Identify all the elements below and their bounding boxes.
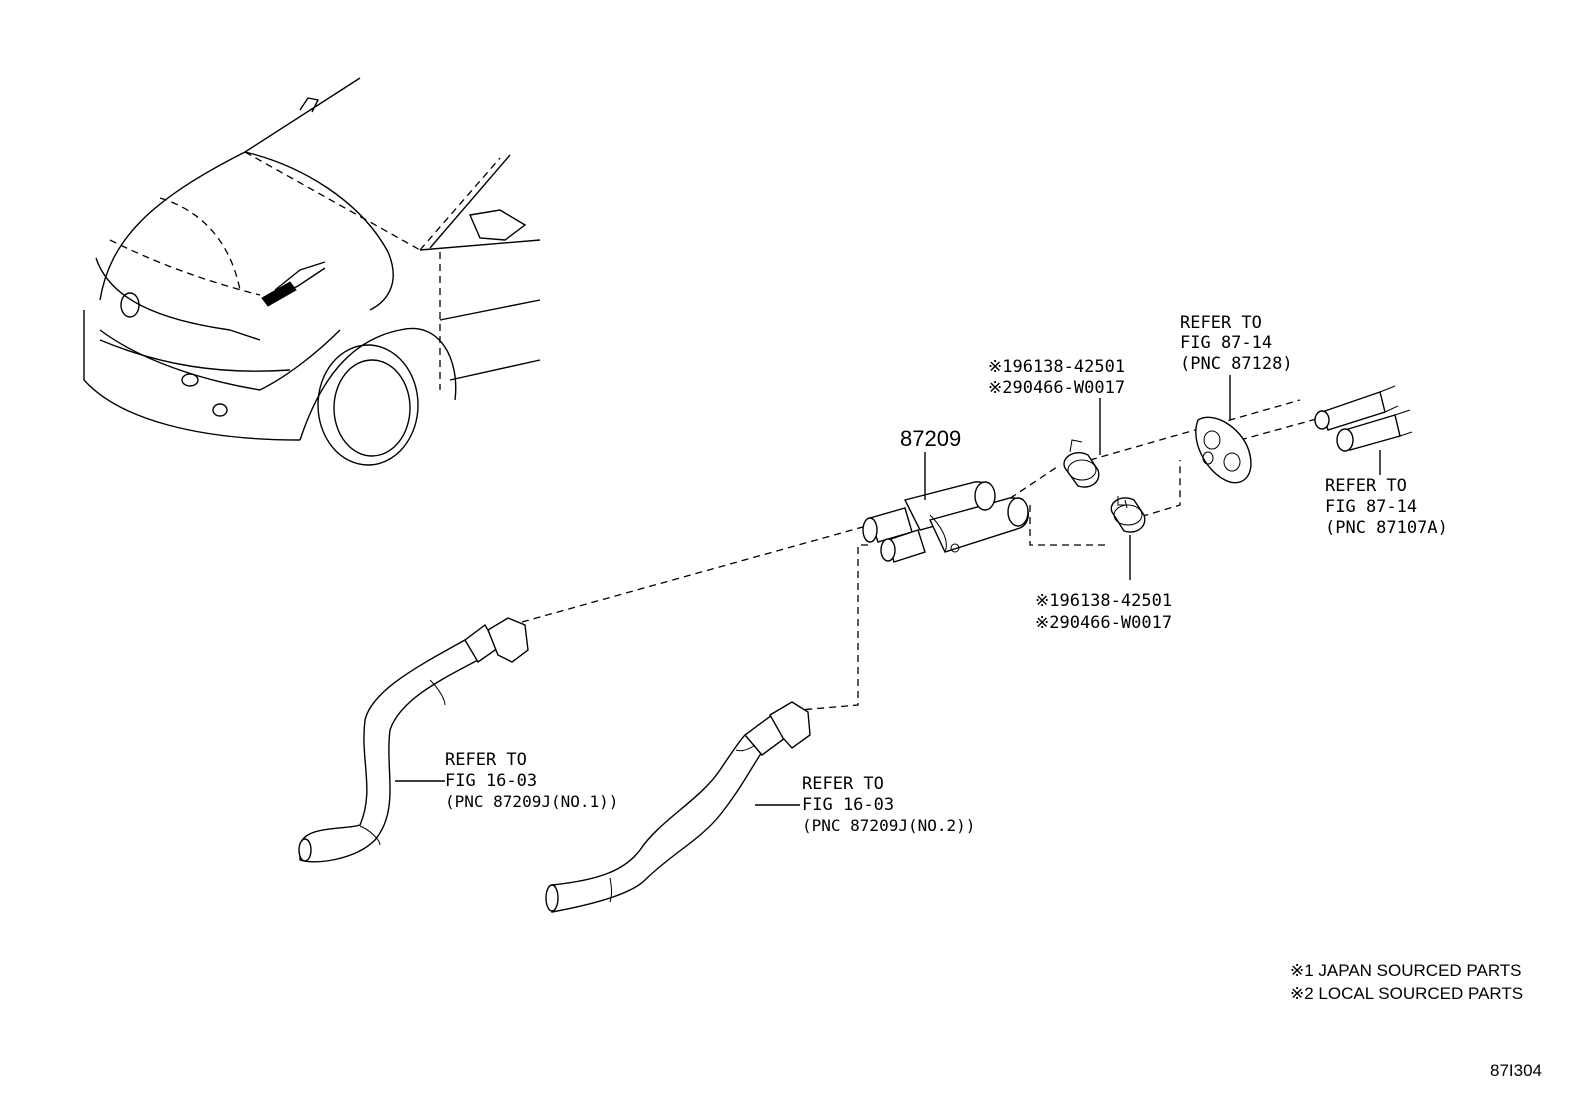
clamp-upper-line1: ※196138-42501: [988, 357, 1125, 377]
legend-local-sourced: ※2 LOCAL SOURCED PARTS: [1290, 984, 1523, 1003]
heater-pipes[interactable]: [1314, 385, 1413, 452]
clamp-lower[interactable]: [1110, 496, 1146, 533]
ref-grommet-line2: FIG 87-14: [1180, 333, 1272, 353]
hose-no1[interactable]: [298, 617, 529, 863]
part-number-87209: 87209: [900, 426, 961, 451]
ref-grommet-line3: (PNC 87128): [1180, 354, 1293, 374]
ref-pipes-line2: FIG 87-14: [1325, 497, 1417, 517]
ref-hose1-line2: FIG 16-03: [445, 771, 537, 791]
grommet[interactable]: [1195, 416, 1252, 484]
hose-no2[interactable]: [545, 701, 811, 913]
legend-japan-sourced: ※1 JAPAN SOURCED PARTS: [1290, 961, 1522, 980]
ref-hose2-line1: REFER TO: [802, 774, 884, 794]
clamp-upper-line2: ※290466-W0017: [988, 378, 1125, 398]
part-87209-water-pump[interactable]: [862, 481, 1029, 563]
ref-hose1-line1: REFER TO: [445, 750, 527, 770]
ref-hose2-line2: FIG 16-03: [802, 795, 894, 815]
clamp-upper[interactable]: [1063, 439, 1100, 488]
clamp-lower-line1: ※196138-42501: [1035, 591, 1172, 611]
vehicle-locator-illustration: [83, 77, 541, 466]
ref-grommet-line1: REFER TO: [1180, 313, 1262, 333]
ref-pipes-line1: REFER TO: [1325, 476, 1407, 496]
figure-code: 87I304: [1490, 1061, 1542, 1080]
ref-hose2-line3: (PNC 87209J(NO.2)): [802, 816, 975, 835]
leader-lines: [521, 399, 1321, 711]
ref-pipes-line3: (PNC 87107A): [1325, 518, 1448, 538]
ref-hose1-line3: (PNC 87209J(NO.1)): [445, 792, 618, 811]
clamp-lower-line2: ※290466-W0017: [1035, 613, 1172, 633]
